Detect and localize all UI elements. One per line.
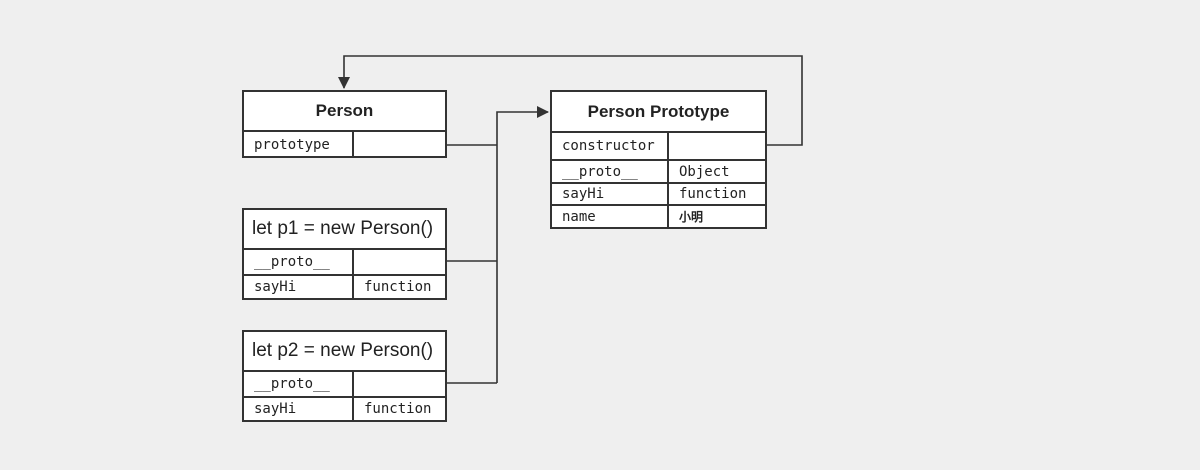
constructor-arrow [338,55,803,146]
prototype-title: Person Prototype [552,92,765,133]
row-value [354,250,445,274]
row-key: __proto__ [244,372,354,396]
proto-row-proto: __proto__ Object [552,159,765,182]
row-value: 小明 [679,210,704,224]
person-title: Person [244,92,445,132]
proto-row-constructor: constructor [552,133,765,159]
p2-row-proto: __proto__ [244,372,445,396]
p2-box: let p2 = new Person() __proto__ sayHi fu… [242,330,447,422]
row-value [669,133,765,159]
p2-title: let p2 = new Person() [244,332,445,372]
person-prototype-box: Person Prototype constructor __proto__ O… [550,90,767,229]
row-value: function [364,401,432,417]
row-key: __proto__ [552,161,669,182]
row-value [354,132,445,158]
row-key: constructor [552,133,669,159]
p1-row-proto: __proto__ [244,250,445,274]
proto-row-sayhi: sayHi function [552,182,765,204]
proto-row-name: name 小明 [552,204,765,227]
row-key: sayHi [244,276,354,298]
row-value: function [679,186,747,202]
row-key: __proto__ [244,250,354,274]
p1-box: let p1 = new Person() __proto__ sayHi fu… [242,208,447,300]
person-row-prototype: prototype [244,132,445,158]
row-value: Object [679,163,730,180]
p2-row-sayhi: sayHi function [244,396,445,420]
row-key: name [552,206,669,227]
person-box: Person prototype [242,90,447,158]
row-value: function [364,279,432,295]
row-value [354,372,445,396]
row-key: sayHi [244,398,354,420]
p1-title: let p1 = new Person() [244,210,445,250]
prototype-arrow [496,106,549,383]
row-key: sayHi [552,184,669,204]
p1-row-sayhi: sayHi function [244,274,445,298]
row-key: prototype [244,132,354,158]
